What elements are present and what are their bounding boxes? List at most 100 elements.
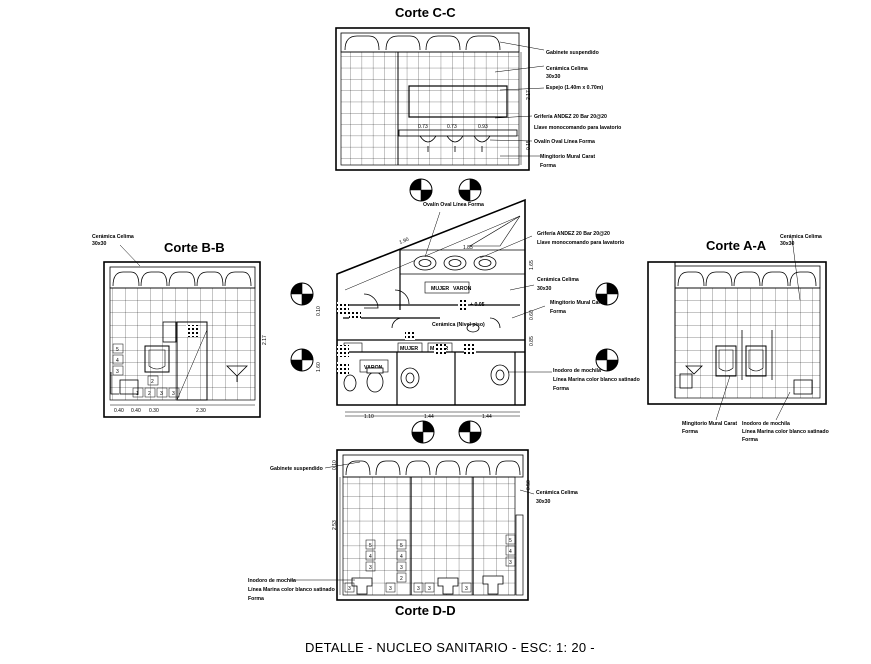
section-marker-c-right [458, 178, 482, 202]
floor-plan: MUJER VARON MUJER MUJER VARON Cerámica (… [316, 198, 640, 420]
svg-text:Inodoro de mochila: Inodoro de mochila [553, 368, 601, 374]
svg-text:5: 5 [509, 538, 512, 544]
section-marker-b-top [290, 282, 314, 306]
svg-text:3: 3 [509, 560, 512, 566]
section-d-wcs [351, 575, 504, 595]
svg-text:0.93: 0.93 [478, 124, 488, 130]
svg-text:Ovalín Oval Línea Forma: Ovalín Oval Línea Forma [534, 139, 595, 145]
svg-text:Mingitorio Mural Carat: Mingitorio Mural Carat [550, 300, 605, 306]
section-marker-a-bottom [595, 348, 619, 372]
svg-text:Forma: Forma [540, 163, 556, 169]
svg-text:2.17: 2.17 [262, 335, 268, 345]
svg-text:Línea Marina color blanco sati: Línea Marina color blanco satinado [553, 377, 640, 383]
svg-text:30x30: 30x30 [92, 241, 107, 247]
section-d-d: 5 4 3 5 4 3 2 5 4 3 3 3 3 3 3 2.53 0.10 … [248, 449, 578, 618]
svg-text:0.15: 0.15 [526, 140, 532, 150]
section-b-tile-numbers: 5 4 3 2 1 2 3 3 [112, 343, 180, 398]
svg-text:30x30: 30x30 [546, 74, 561, 80]
svg-text:1.10: 1.10 [364, 414, 374, 420]
section-d-tile-grid [343, 477, 515, 595]
section-c-leaders [489, 41, 545, 157]
svg-text:Inodoro de mochila: Inodoro de mochila [248, 578, 296, 584]
svg-text:Cerámica Celima: Cerámica Celima [546, 66, 588, 72]
svg-text:3: 3 [389, 586, 392, 592]
svg-text:Forma: Forma [550, 309, 566, 315]
svg-text:3: 3 [417, 586, 420, 592]
svg-text:30x30: 30x30 [780, 241, 795, 247]
section-marker-a-top [595, 282, 619, 306]
svg-text:1: 1 [136, 391, 139, 397]
svg-text:1.65: 1.65 [529, 260, 535, 270]
section-d-title: Corte D-D [395, 603, 456, 618]
svg-text:Forma: Forma [742, 437, 758, 443]
basins-c [419, 135, 491, 152]
svg-text:3: 3 [172, 391, 175, 397]
svg-text:2.30: 2.30 [196, 408, 206, 414]
section-a-title: Corte A-A [706, 238, 767, 253]
wc-a [793, 379, 813, 395]
svg-text:0.30: 0.30 [149, 408, 159, 414]
section-marker-c-left [409, 178, 433, 202]
svg-text:1.44: 1.44 [424, 414, 434, 420]
basin-b [226, 365, 248, 377]
svg-text:4: 4 [509, 549, 512, 555]
section-marker-d-left [411, 420, 435, 444]
svg-text:5: 5 [116, 347, 119, 353]
svg-text:2.17: 2.17 [526, 90, 532, 100]
svg-text:Cerámica Celima: Cerámica Celima [537, 277, 579, 283]
section-c-title: Corte C-C [395, 5, 456, 20]
svg-text:2: 2 [400, 576, 403, 582]
plan-leaders [424, 211, 552, 373]
svg-text:Ovalín Oval Línea Forma: Ovalín Oval Línea Forma [423, 202, 484, 208]
section-d-tile-numbers: 5 4 3 5 4 3 2 5 4 3 3 3 3 3 3 [344, 534, 516, 593]
svg-text:MUJER: MUJER [431, 286, 449, 292]
section-a-a: Corte A-A Cerámica Celima 30x30 Mingitor… [647, 234, 829, 443]
sheet-title: DETALLE - NUCLEO SANITARIO - ESC: 1: 20 … [305, 640, 595, 655]
svg-text:Mingitorio Mural Carat: Mingitorio Mural Carat [682, 421, 737, 427]
svg-text:Llave monocomando para lavator: Llave monocomando para lavatorio [534, 125, 621, 131]
plan-hatch-blocks [337, 300, 476, 374]
section-d-frame [336, 449, 529, 601]
svg-text:0.40: 0.40 [114, 408, 124, 414]
svg-text:4: 4 [400, 554, 403, 560]
svg-text:Espejo (1.40m x 0.70m): Espejo (1.40m x 0.70m) [546, 85, 603, 91]
svg-text:2: 2 [148, 391, 151, 397]
svg-text:3: 3 [428, 586, 431, 592]
svg-text:0.10: 0.10 [316, 306, 322, 316]
svg-text:0.50: 0.50 [526, 480, 532, 490]
svg-text:0.73: 0.73 [447, 124, 457, 130]
svg-text:3: 3 [160, 391, 163, 397]
section-b-cabinet [109, 266, 256, 289]
svg-text:MUJER: MUJER [400, 346, 418, 352]
door-sign [186, 325, 198, 337]
svg-text:3: 3 [465, 586, 468, 592]
section-b-frame [103, 261, 261, 418]
urinal-a-1 [715, 345, 737, 377]
urinal-b [144, 345, 170, 373]
svg-text:+ 0.05: + 0.05 [470, 302, 485, 308]
section-c-cabinet [340, 32, 520, 53]
counter [398, 129, 518, 137]
section-c-tile-grid [341, 52, 519, 165]
section-b-tile-grid [110, 288, 255, 400]
door [176, 321, 208, 401]
svg-text:Grifería ANDEZ 20 Bar 20@20: Grifería ANDEZ 20 Bar 20@20 [537, 231, 610, 237]
svg-text:1.44: 1.44 [482, 414, 492, 420]
svg-text:1.90: 1.90 [399, 237, 410, 246]
section-marker-d-right [458, 420, 482, 444]
svg-text:0.60: 0.60 [529, 310, 535, 320]
svg-text:5: 5 [400, 543, 403, 549]
svg-text:Forma: Forma [248, 596, 264, 602]
svg-text:30x30: 30x30 [536, 499, 551, 505]
section-b-b: Corte B-B 5 4 3 2 1 2 3 3 0.40 0.40 [92, 234, 268, 418]
svg-text:0.10: 0.10 [332, 460, 338, 470]
section-d-leaders [290, 461, 535, 581]
plan-basins [413, 255, 497, 271]
mirror [408, 85, 508, 118]
wc-b [119, 379, 139, 395]
section-marker-b-bottom [290, 348, 314, 372]
svg-text:4: 4 [116, 358, 119, 364]
urinal-a-2 [745, 345, 767, 377]
svg-text:2.53: 2.53 [332, 520, 338, 530]
